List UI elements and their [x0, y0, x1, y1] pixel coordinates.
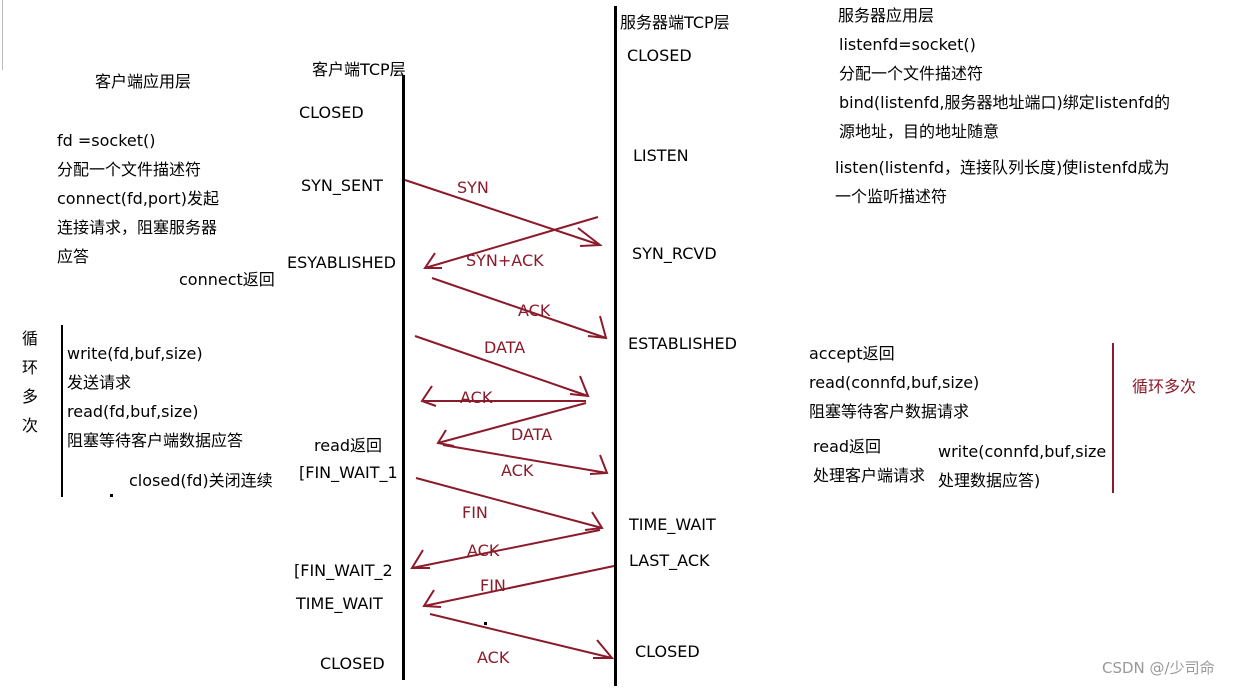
client-state-established: ESYABLISHED: [287, 253, 396, 272]
client-loop-line-4: 阻塞等待客户端数据应答: [67, 431, 244, 450]
msg-syn-ack-label: SYN+ACK: [466, 251, 544, 270]
connect-return-label: connect返回: [179, 270, 275, 289]
server-state-last-ack: LAST_ACK: [629, 551, 710, 570]
stray-dot-2: [484, 622, 487, 625]
data1-arrow: [414, 335, 589, 397]
server-state-closed-1: CLOSED: [627, 46, 692, 65]
left-edge-line: [2, 0, 3, 70]
msg-ack2-label: ACK: [460, 388, 493, 407]
server-app-line-2: 分配一个文件描述符: [839, 64, 984, 83]
msg-syn-label: SYN: [457, 178, 489, 197]
msg-ack4-label: ACK: [467, 541, 500, 560]
client-loop-line-3: read(fd,buf,size): [67, 402, 199, 421]
server-app-line-4: 源地址，目的地址随意: [839, 122, 1000, 141]
msg-ack1-label: ACK: [518, 301, 551, 320]
server-listen-line-2: 一个监听描述符: [835, 187, 948, 206]
data2-arrow: [437, 402, 587, 444]
server-state-time-wait: TIME_WAIT: [629, 515, 716, 534]
client-state-closed-2: CLOSED: [320, 654, 385, 673]
watermark: CSDN @/少司命: [1102, 659, 1215, 677]
server-state-syn-rcvd: SYN_RCVD: [632, 244, 717, 263]
msg-data2-label: DATA: [511, 425, 553, 444]
server-read-return: read返回: [813, 437, 882, 456]
stray-dot: [110, 494, 113, 497]
server-tcp-timeline: [614, 6, 617, 686]
ack3-arrow: [442, 444, 608, 474]
client-state-syn-sent: SYN_SENT: [301, 176, 383, 195]
client-loop-line-1: write(fd,buf,size): [67, 344, 203, 363]
ack1-arrow: [431, 277, 607, 339]
client-state-closed-1: CLOSED: [299, 103, 364, 122]
ack5-arrow: [429, 613, 613, 659]
server-accept-line-3: 阻塞等待客户数据请求: [809, 402, 970, 421]
server-listen-line-1: listen(listenfd，连接队列长度)使listenfd成为: [835, 158, 1170, 177]
msg-ack3-label: ACK: [501, 461, 534, 480]
server-state-listen: LISTEN: [633, 146, 689, 165]
ack4-arrow: [411, 529, 601, 569]
client-state-fin-wait-1: [FIN_WAIT_1: [299, 463, 398, 482]
client-close-label: closed(fd)关闭连续: [129, 471, 273, 490]
server-accept-line-2: read(connfd,buf,size): [809, 373, 980, 392]
client-app-line-3: connect(fd,port)发起: [57, 189, 219, 208]
fin2-arrow: [423, 565, 615, 607]
syn-arrow: [404, 179, 601, 246]
client-tcp-timeline: [402, 75, 405, 680]
server-loop-bracket: [1112, 343, 1114, 493]
client-loop-char-2: 环: [22, 358, 39, 377]
client-loop-line-2: 发送请求: [67, 373, 132, 392]
client-state-fin-wait-2: [FIN_WAIT_2: [294, 561, 393, 580]
server-loop-label: 循环多次: [1132, 377, 1197, 396]
server-write-line-2: 处理数据应答): [938, 471, 1041, 490]
msg-fin1-label: FIN: [462, 503, 488, 522]
server-app-header: 服务器应用层: [838, 6, 935, 25]
server-process-label: 处理客户端请求: [813, 466, 926, 485]
msg-fin2-label: FIN: [480, 576, 506, 595]
server-app-line-3: bind(listenfd,服务器地址端口)绑定listenfd的: [839, 93, 1171, 112]
client-read-return: read返回: [314, 436, 383, 455]
client-loop-char-4: 次: [22, 416, 39, 435]
client-app-line-4: 连接请求，阻塞服务器: [57, 218, 218, 237]
server-state-established: ESTABLISHED: [628, 334, 737, 353]
server-tcp-header: 服务器端TCP层: [620, 13, 730, 32]
server-state-closed-2: CLOSED: [635, 642, 700, 661]
msg-data1-label: DATA: [484, 338, 526, 357]
msg-ack5-label: ACK: [477, 648, 510, 667]
client-app-line-2: 分配一个文件描述符: [57, 160, 202, 179]
client-loop-bracket: [61, 325, 63, 497]
client-app-line-5: 应答: [57, 247, 90, 266]
client-loop-char-3: 多: [22, 387, 39, 406]
fin1-arrow: [415, 477, 603, 529]
server-write-line-1: write(connfd,buf,size: [938, 442, 1107, 461]
client-tcp-header: 客户端TCP层: [312, 60, 406, 79]
client-app-header: 客户端应用层: [95, 72, 192, 91]
server-app-line-1: listenfd=socket(): [839, 35, 976, 54]
server-accept-line-1: accept返回: [809, 344, 895, 363]
client-loop-char-1: 循: [22, 329, 39, 348]
client-app-line-1: fd =socket(): [57, 131, 156, 150]
client-state-time-wait: TIME_WAIT: [296, 594, 383, 613]
syn-ack-arrow: [424, 216, 599, 269]
